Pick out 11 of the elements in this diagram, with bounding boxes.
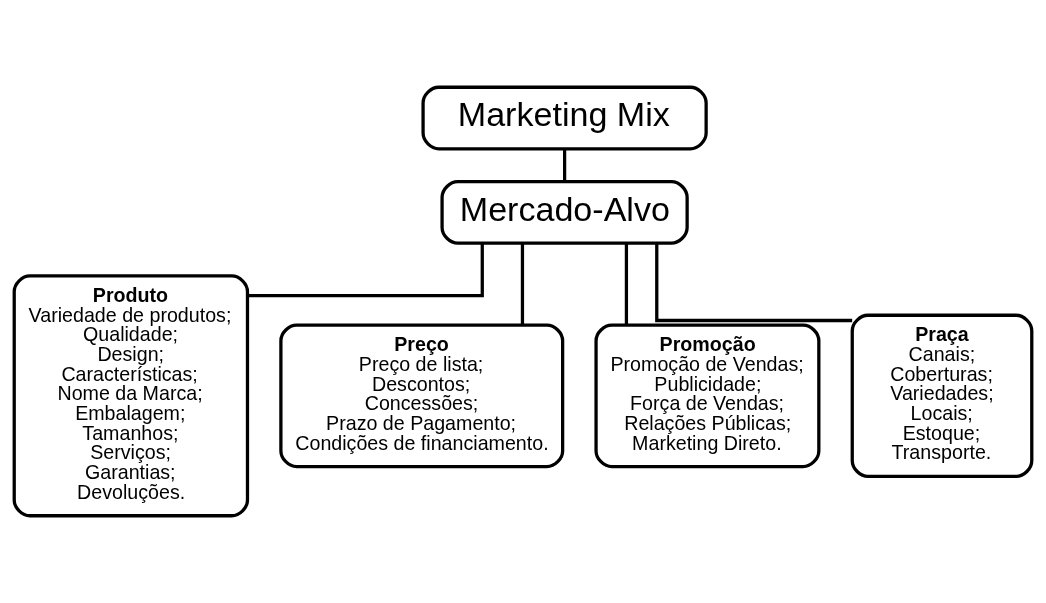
connector (624, 243, 629, 325)
connector (655, 243, 853, 323)
node-box: Preço Preço de lista; Descontos; Concessões; Prazo de Pagamento; Condições de financiamento. (279, 323, 565, 469)
node-box: Produto Variedade de produtos; Qualidade; Design; Características; Nome da Marca; Embalagem; Tamanhos; Serviços; Garantias; Devoluções. (12, 274, 250, 518)
connector (247, 243, 484, 298)
connector (520, 243, 525, 325)
node-box: Promoção Promoção de Vendas; Publicidade; Força de Vendas; Relações Públicas; Marketing Direto. (594, 323, 821, 469)
node-box: Mercado-Alvo (440, 179, 689, 245)
node-box: Praça Canais; Coberturas; Variedades; Locais; Estoque; Transporte. (850, 313, 1034, 479)
node-box: Marketing Mix (421, 85, 708, 151)
connector (562, 148, 567, 182)
